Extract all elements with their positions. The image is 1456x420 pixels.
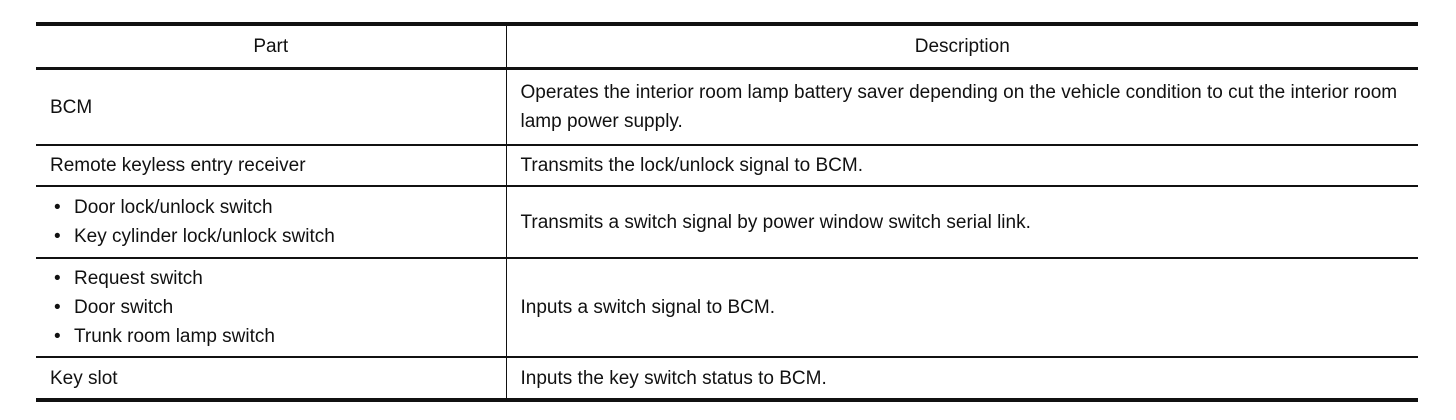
description-cell: Operates the interior room lamp battery … [506, 68, 1418, 146]
part-cell: Remote keyless entry receiver [36, 145, 507, 187]
description-cell: Inputs the key switch status to BCM. [506, 357, 1418, 402]
description-cell: Transmits a switch signal by power windo… [506, 186, 1418, 259]
part-cell: Key slot [36, 357, 507, 402]
part-cell: BCM [36, 68, 507, 146]
part-bullet-item: Trunk room lamp switch [50, 322, 492, 351]
header-row: Part Description [36, 24, 1418, 70]
part-bullet-item: Door lock/unlock switch [50, 193, 492, 222]
part-cell: Door lock/unlock switch Key cylinder loc… [36, 186, 507, 259]
parts-description-table: Part Description BCM Operates the interi… [36, 22, 1418, 402]
table-row: Request switch Door switch Trunk room la… [36, 258, 1418, 358]
table-row: Door lock/unlock switch Key cylinder loc… [36, 186, 1418, 259]
part-bullet-item: Door switch [50, 293, 492, 322]
table-row: Remote keyless entry receiver Transmits … [36, 145, 1418, 187]
table-header: Part Description [36, 24, 1418, 70]
table-body: BCM Operates the interior room lamp batt… [36, 68, 1418, 402]
part-cell: Request switch Door switch Trunk room la… [36, 258, 507, 358]
table-row: Key slot Inputs the key switch status to… [36, 357, 1418, 402]
part-bullet-item: Key cylinder lock/unlock switch [50, 222, 492, 251]
part-bullet-list: Door lock/unlock switch Key cylinder loc… [50, 193, 492, 251]
description-cell: Inputs a switch signal to BCM. [506, 258, 1418, 358]
header-part: Part [36, 24, 507, 70]
header-description: Description [506, 24, 1418, 70]
parts-description-table-container: Part Description BCM Operates the interi… [36, 22, 1418, 402]
description-cell: Transmits the lock/unlock signal to BCM. [506, 145, 1418, 187]
part-bullet-item: Request switch [50, 264, 492, 293]
part-bullet-list: Request switch Door switch Trunk room la… [50, 264, 492, 351]
table-row: BCM Operates the interior room lamp batt… [36, 68, 1418, 146]
